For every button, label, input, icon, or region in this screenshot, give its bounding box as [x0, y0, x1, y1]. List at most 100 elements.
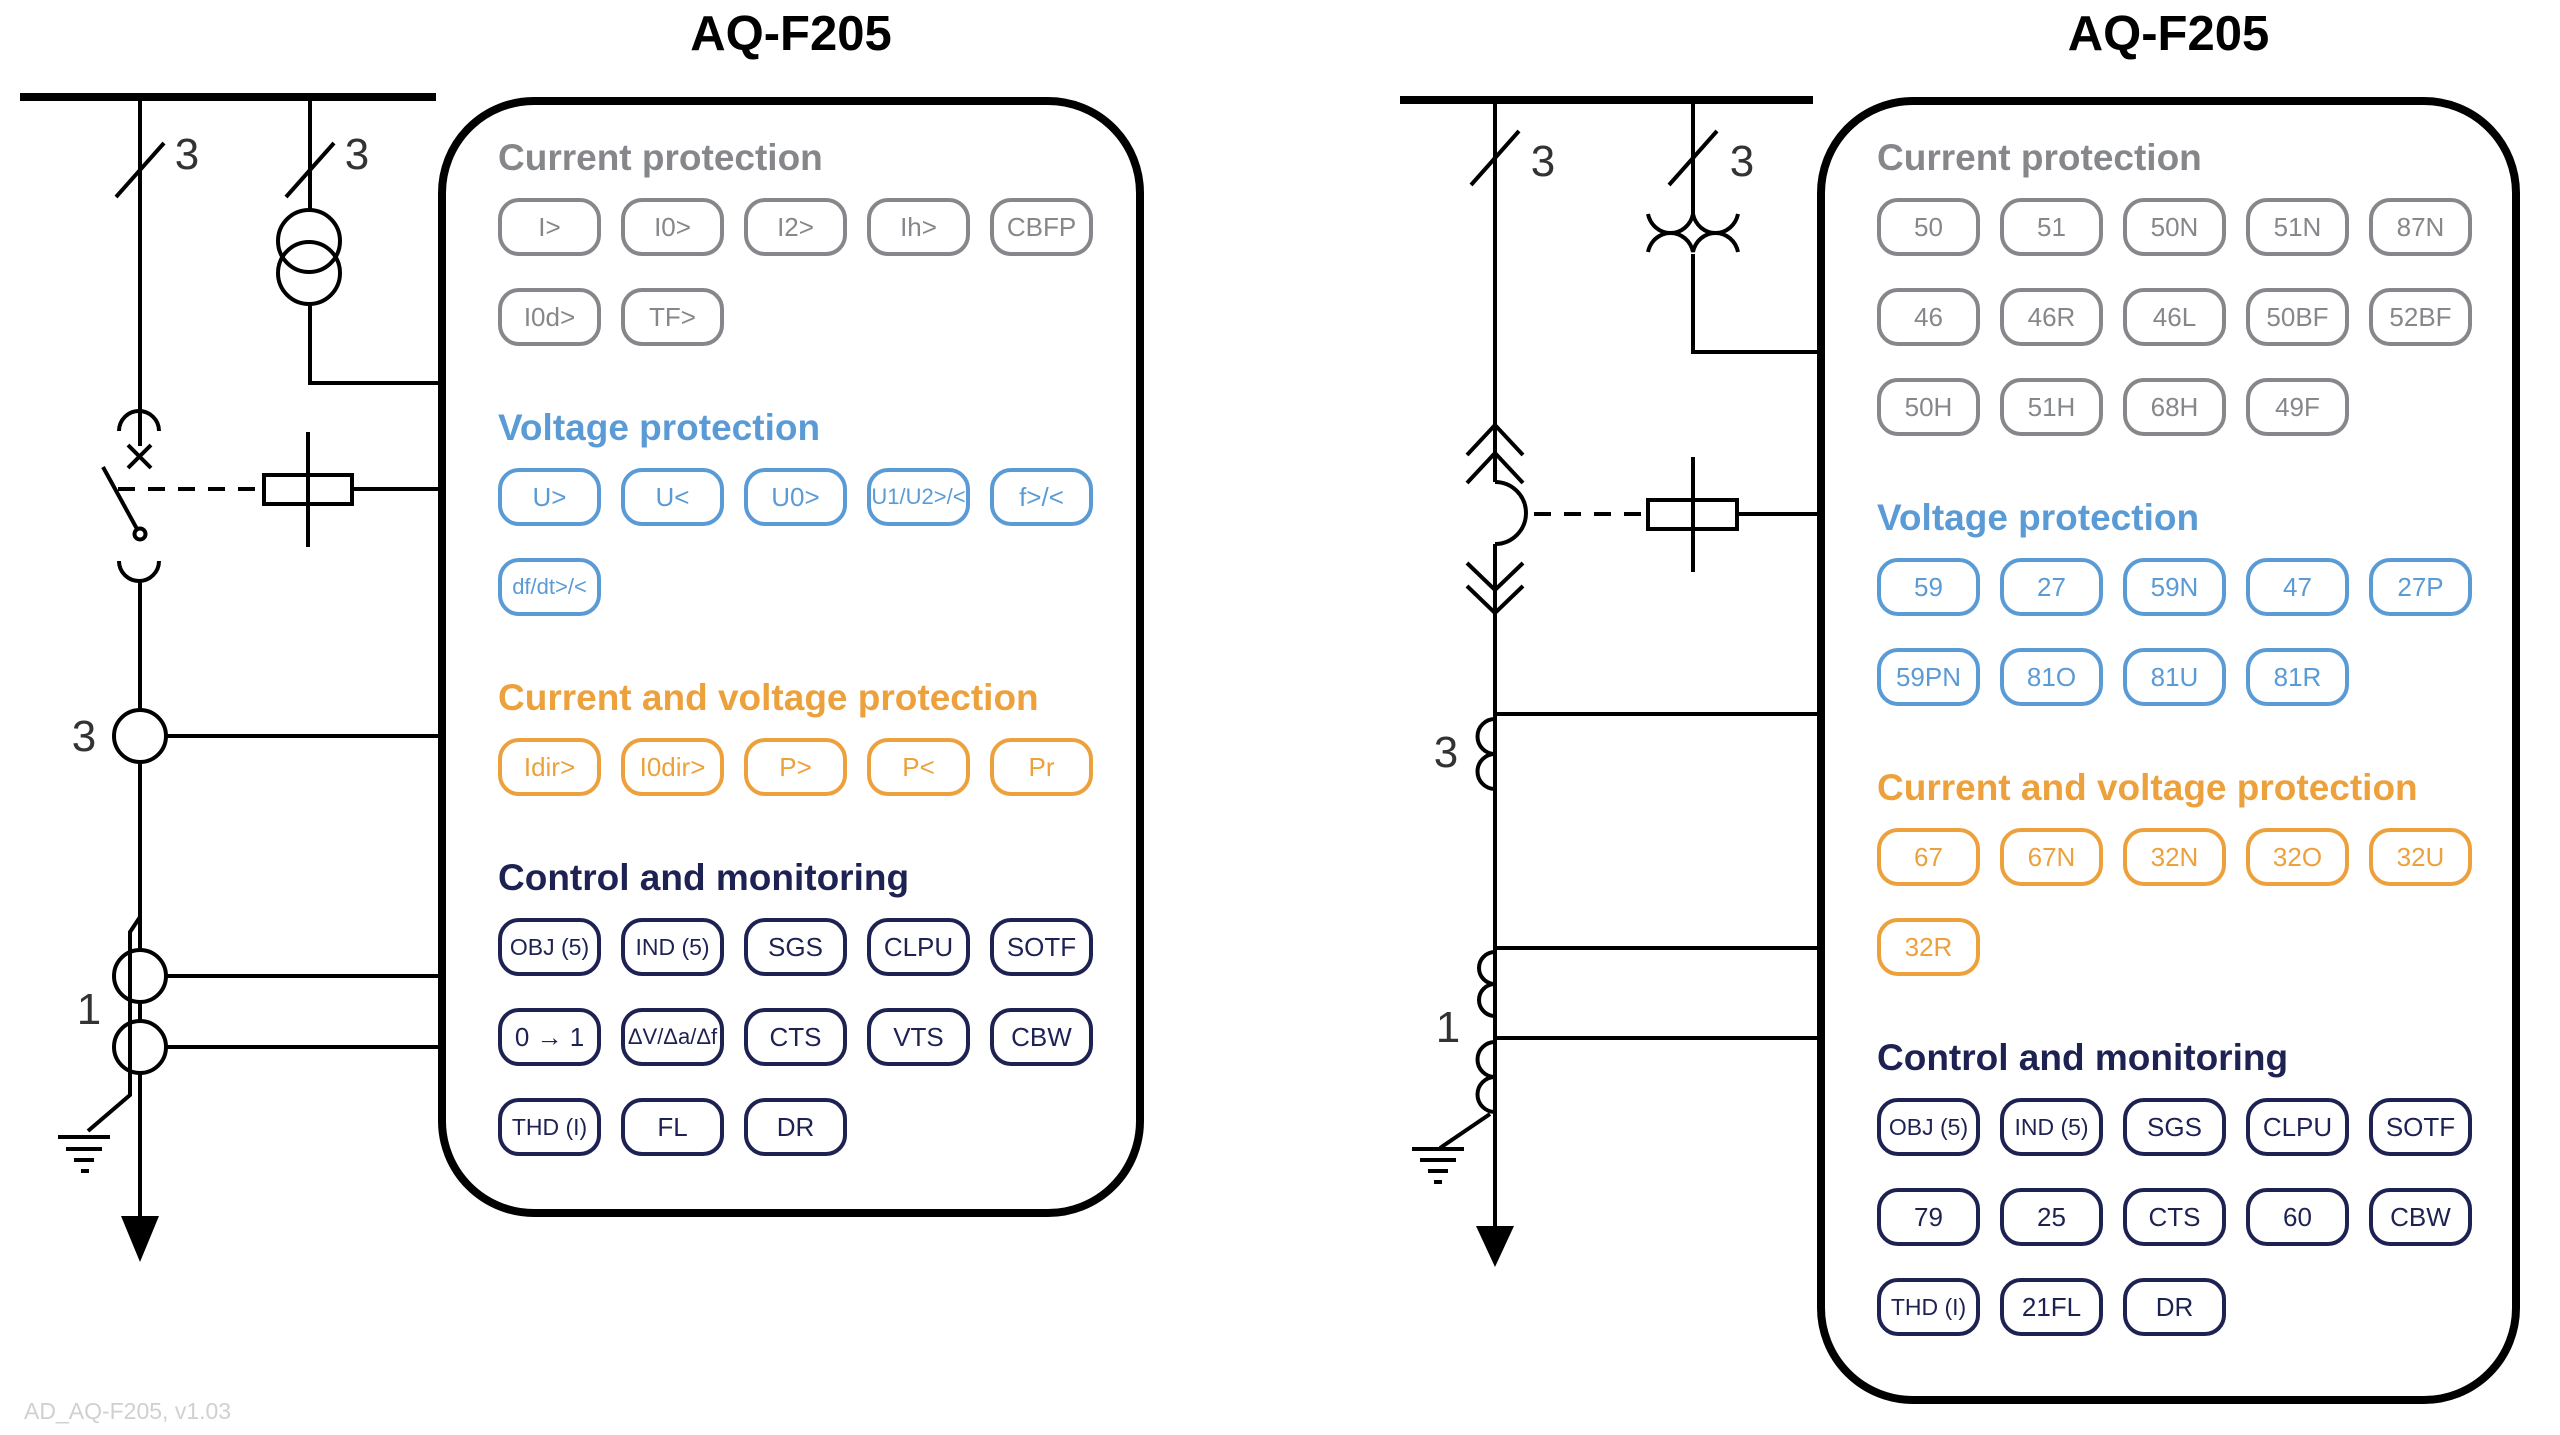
- function-badge-i0dir: I0dir>: [621, 738, 724, 796]
- ring-ct: [1475, 946, 1817, 1114]
- function-badge-i: I>: [498, 198, 601, 256]
- disconnector-slash: [284, 141, 336, 199]
- function-badge-p: P>: [744, 738, 847, 796]
- function-badge-ih: Ih>: [867, 198, 970, 256]
- function-badge-pr: Pr: [990, 738, 1093, 796]
- function-badge-27: 27: [2000, 558, 2103, 616]
- function-badge-87n: 87N: [2369, 198, 2472, 256]
- function-badge-thd-i: THD (I): [1877, 1278, 1980, 1336]
- function-row: 32R: [1877, 918, 2482, 976]
- function-badge-59: 59: [1877, 558, 1980, 616]
- function-badge-47: 47: [2246, 558, 2349, 616]
- ring-ct: [112, 948, 445, 1075]
- function-row: I> I0> I2> Ih> CBFP: [498, 198, 1106, 256]
- trip-coil: [1534, 457, 1817, 572]
- voltage-transformer: [276, 97, 445, 385]
- function-badge-25: 25: [2000, 1188, 2103, 1246]
- function-row: 59 27 59N 47 27P: [1877, 558, 2482, 616]
- phase-count-label: 1: [1435, 1003, 1461, 1052]
- circuit-breaker: [1465, 422, 1528, 616]
- function-badge-46: 46: [1877, 288, 1980, 346]
- function-badge-cbw: CBW: [990, 1008, 1093, 1066]
- function-badge-81r: 81R: [2246, 648, 2349, 706]
- function-badge-ind-5: IND (5): [2000, 1098, 2103, 1156]
- circuit-breaker: [101, 409, 161, 583]
- function-badge-sgs: SGS: [2123, 1098, 2226, 1156]
- voltage-transformer: [1646, 100, 1817, 354]
- section-title-voltage-protection: Voltage protection: [498, 407, 821, 448]
- function-badge-i2: I2>: [744, 198, 847, 256]
- function-badge-cbfp: CBFP: [990, 198, 1093, 256]
- function-badge-tf: TF>: [621, 288, 724, 346]
- function-badge-u: U<: [621, 468, 724, 526]
- function-badge-fl: FL: [621, 1098, 724, 1156]
- section-title-voltage-protection: Voltage protection: [1877, 497, 2200, 538]
- function-badge-cts: CTS: [744, 1008, 847, 1066]
- function-badge-50h: 50H: [1877, 378, 1980, 436]
- feeder-arrow: [121, 1216, 159, 1262]
- phase-count-label: 1: [76, 985, 102, 1034]
- function-badge-obj-5: OBJ (5): [1877, 1098, 1980, 1156]
- function-badge-46l: 46L: [2123, 288, 2226, 346]
- function-badge-59pn: 59PN: [1877, 648, 1980, 706]
- function-badge-i0: I0>: [621, 198, 724, 256]
- function-badge-p: P<: [867, 738, 970, 796]
- function-badge-32u: 32U: [2369, 828, 2472, 886]
- phase-ct: [112, 708, 445, 764]
- function-badge-ind-5: IND (5): [621, 918, 724, 976]
- function-badge-i0d: I0d>: [498, 288, 601, 346]
- function-badge-u1-u2: U1/U2>/<: [867, 468, 970, 526]
- function-badge-vts: VTS: [867, 1008, 970, 1066]
- section-title-current-voltage-protection: Current and voltage protection: [1877, 767, 2418, 808]
- phase-count-label: 3: [71, 712, 97, 761]
- document-version: AD_AQ-F205, v1.03: [24, 1398, 232, 1424]
- function-badge-50: 50: [1877, 198, 1980, 256]
- function-badge-60: 60: [2246, 1188, 2349, 1246]
- function-badge-52bf: 52BF: [2369, 288, 2472, 346]
- phase-count-label: 3: [174, 130, 200, 179]
- function-badge-51: 51: [2000, 198, 2103, 256]
- function-row: U>U<U0>U1/U2>/<f>/<: [498, 468, 1106, 526]
- function-badge-59n: 59N: [2123, 558, 2226, 616]
- function-badge-df-dt: df/dt>/<: [498, 558, 601, 616]
- function-row: Idir>I0dir>P>P<Pr: [498, 738, 1106, 796]
- disconnector-slash: [1667, 129, 1719, 187]
- relay-title-right: AQ-F205: [2067, 7, 2270, 61]
- function-badge-67: 67: [1877, 828, 1980, 886]
- earth-connection: [58, 915, 142, 1173]
- function-badge-v-a-f: ΔV/Δa/Δf: [621, 1008, 724, 1066]
- function-badge-32n: 32N: [2123, 828, 2226, 886]
- function-badge-50bf: 50BF: [2246, 288, 2349, 346]
- function-badge-27p: 27P: [2369, 558, 2472, 616]
- function-badge-sotf: SOTF: [990, 918, 1093, 976]
- disconnector-slash: [114, 141, 166, 199]
- function-badge-68h: 68H: [2123, 378, 2226, 436]
- section-title-control-monitoring: Control and monitoring: [498, 857, 910, 898]
- left-diagram: [20, 93, 445, 1262]
- relay-title-left: AQ-F205: [690, 7, 892, 61]
- section-title-current-protection: Current protection: [1877, 137, 2202, 178]
- section-title-control-monitoring: Control and monitoring: [1877, 1037, 2289, 1078]
- section-title-current-protection: Current protection: [498, 137, 823, 178]
- function-badge-cbw: CBW: [2369, 1188, 2472, 1246]
- phase-count-label: 3: [1729, 137, 1755, 186]
- function-badge-f: f>/<: [990, 468, 1093, 526]
- function-badge-21fl: 21FL: [2000, 1278, 2103, 1336]
- function-badge-81o: 81O: [2000, 648, 2103, 706]
